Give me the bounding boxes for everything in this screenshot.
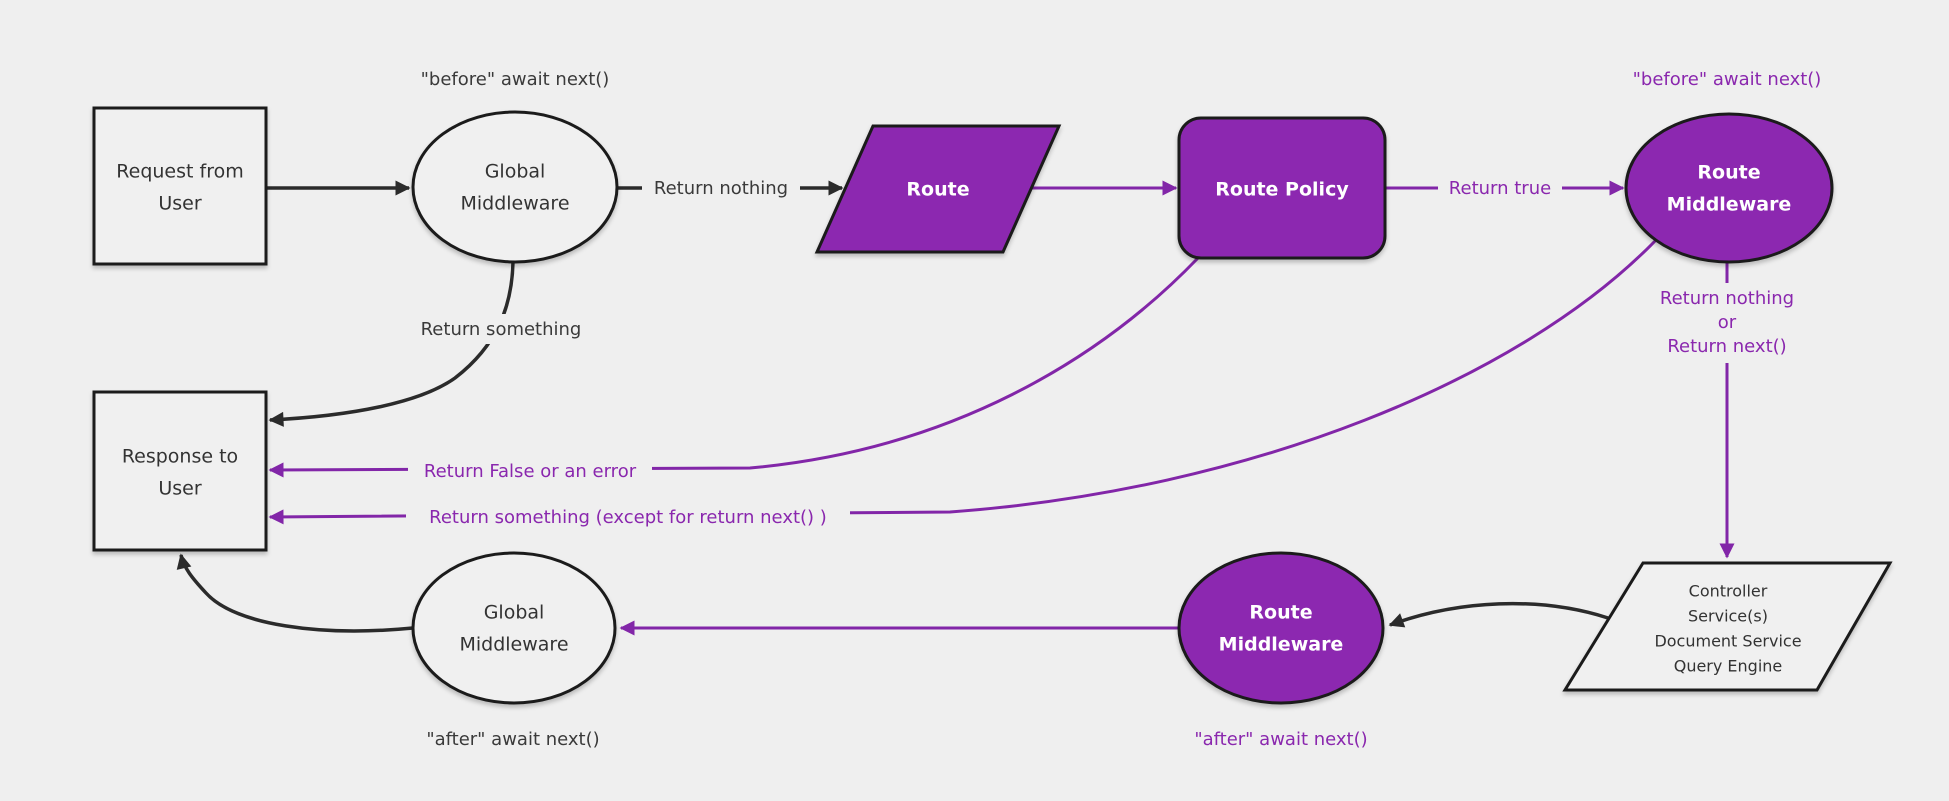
request-from-user-label-line1: Request from bbox=[116, 161, 243, 183]
edge-label-return-something: Return something bbox=[421, 319, 582, 340]
edge-label-return-something-except: Return something (except for return next… bbox=[429, 507, 827, 528]
node-global-middleware-top: Global Middleware bbox=[411, 110, 619, 264]
response-to-user-label-line1: Response to bbox=[122, 446, 238, 468]
global-middleware-top-ellipse bbox=[411, 110, 619, 264]
edge-label-return-true: Return true bbox=[1449, 178, 1551, 199]
edge-label-return-nothing-or-line1: Return nothing bbox=[1660, 288, 1794, 309]
route-middleware-bottom-label-line2: Middleware bbox=[1219, 634, 1344, 656]
route-middleware-top-label-line1: Route bbox=[1697, 162, 1760, 184]
node-controller-services: Controller Service(s) Document Service Q… bbox=[1562, 561, 1893, 692]
route-middleware-bottom-label-line1: Route bbox=[1249, 602, 1312, 624]
label-bg-return-false bbox=[408, 456, 652, 486]
controller-services-label-line3: Document Service bbox=[1654, 632, 1801, 651]
route-label: Route bbox=[906, 179, 969, 201]
node-response-to-user: Response to User bbox=[92, 390, 268, 552]
response-to-user-label-line2: User bbox=[158, 478, 201, 500]
route-policy-box bbox=[1177, 116, 1387, 260]
global-middleware-bottom-label-line1: Global bbox=[484, 602, 545, 624]
response-to-user-box bbox=[92, 390, 268, 552]
route-policy-label: Route Policy bbox=[1215, 179, 1349, 201]
label-bg-return-true bbox=[1438, 173, 1562, 203]
node-route-policy: Route Policy bbox=[1177, 116, 1387, 260]
edge-label-before-await-next-route: "before" await next() bbox=[1633, 69, 1822, 90]
edge-label-after-await-next-global: "after" await next() bbox=[426, 729, 599, 750]
global-middleware-bottom-label-line2: Middleware bbox=[459, 634, 568, 656]
edge-label-return-nothing-or-line2: or bbox=[1718, 312, 1737, 333]
edge-label-return-nothing-or-line3: Return next() bbox=[1667, 336, 1786, 357]
edge-return-something-except-to-response bbox=[268, 238, 1658, 525]
controller-services-label-line1: Controller bbox=[1689, 582, 1768, 601]
edge-return-false-to-response bbox=[268, 256, 1200, 478]
edge-global-middleware-bottom-to-response bbox=[176, 553, 414, 633]
label-bg-return-something-except bbox=[406, 502, 850, 532]
edge-return-something-to-response bbox=[268, 261, 515, 427]
controller-services-parallelogram bbox=[1562, 561, 1893, 692]
global-middleware-top-label-line2: Middleware bbox=[460, 193, 569, 215]
label-bg-return-something bbox=[410, 314, 592, 344]
controller-services-label-line4: Query Engine bbox=[1674, 657, 1783, 676]
route-middleware-top-label-line2: Middleware bbox=[1667, 194, 1792, 216]
route-middleware-top-ellipse bbox=[1624, 112, 1834, 264]
edge-label-before-await-next-global: "before" await next() bbox=[421, 69, 610, 90]
node-route-middleware-bottom: Route Middleware bbox=[1177, 551, 1385, 705]
controller-services-label-line2: Service(s) bbox=[1688, 607, 1768, 626]
node-global-middleware-bottom: Global Middleware bbox=[411, 551, 617, 705]
route-parallelogram bbox=[814, 124, 1062, 254]
global-middleware-top-label-line1: Global bbox=[485, 161, 546, 183]
label-bg-return-nothing bbox=[642, 173, 800, 203]
node-route-middleware-top: Route Middleware bbox=[1624, 112, 1834, 264]
node-route: Route bbox=[814, 124, 1062, 254]
edge-label-return-nothing: Return nothing bbox=[654, 178, 788, 199]
label-bg-return-nothing-or bbox=[1648, 283, 1808, 363]
edge-label-after-await-next-route: "after" await next() bbox=[1194, 729, 1367, 750]
edge-label-return-false: Return False or an error bbox=[424, 461, 637, 482]
route-middleware-bottom-ellipse bbox=[1177, 551, 1385, 705]
request-from-user-label-line2: User bbox=[158, 193, 201, 215]
node-request-from-user: Request from User bbox=[92, 106, 268, 266]
global-middleware-bottom-ellipse bbox=[411, 551, 617, 705]
edge-controller-to-route-middleware-bottom bbox=[1388, 601, 1609, 628]
request-from-user-box bbox=[92, 106, 268, 266]
